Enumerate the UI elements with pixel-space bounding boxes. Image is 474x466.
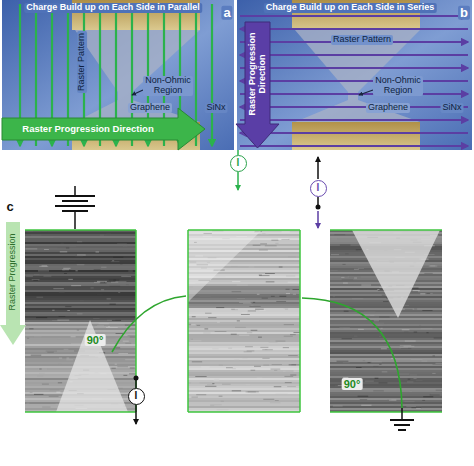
panel-letter: a	[221, 6, 232, 20]
substrate-panel	[237, 0, 472, 150]
rotation-arc	[112, 296, 186, 352]
pattern-label: Raster Pattern	[77, 31, 87, 93]
ammeter-symbol: I	[230, 155, 247, 172]
leader-line	[132, 90, 143, 95]
substrate-panel	[2, 0, 234, 150]
current-arrow	[135, 405, 137, 424]
device-shadow	[188, 230, 262, 302]
direction-label: Raster Progression Direction	[20, 124, 155, 134]
ground-symbol	[394, 424, 410, 426]
scan-image	[330, 230, 442, 412]
panel-title: Charge Build up on Each Side in Parallel	[24, 3, 202, 13]
current-arrow	[237, 172, 239, 190]
junction-dot	[316, 205, 321, 210]
battery-symbol	[55, 205, 95, 207]
panel-letter: b	[458, 6, 470, 20]
device-shadow	[352, 230, 440, 318]
current-symbol: I	[135, 391, 138, 401]
region-label: Non-Ohmic Region	[373, 76, 423, 96]
scan-image	[25, 230, 136, 412]
progression-arrow	[236, 22, 279, 148]
current-symbol: I	[237, 158, 240, 168]
battery-symbol	[62, 200, 88, 202]
rotation-arc	[302, 298, 402, 408]
current-arrow	[317, 211, 319, 228]
direction-label: Raster Progression Direction	[248, 25, 268, 124]
image-frame	[25, 230, 442, 412]
device-shadow	[56, 320, 128, 412]
ground-symbol	[398, 429, 406, 431]
angle-label: 90°	[342, 378, 363, 390]
panel-title: Charge Build up on Each Side in Series	[264, 3, 437, 13]
ground-symbol	[390, 419, 414, 421]
progression-arrow	[2, 108, 205, 150]
current-symbol: I	[317, 183, 320, 193]
junction-dot	[134, 376, 139, 381]
battery-symbol	[55, 195, 95, 197]
material-label: Graphene	[366, 103, 410, 113]
ammeter-symbol: I	[310, 180, 327, 197]
angle-label: 90°	[85, 334, 106, 346]
direction-label: Raster Progression	[8, 231, 18, 312]
graphene-sheet	[75, 30, 200, 122]
wire	[74, 186, 76, 196]
scan-image	[188, 230, 300, 412]
ground-symbol	[401, 408, 403, 420]
material-label: SiNx	[440, 103, 463, 113]
pattern-label: Raster Pattern	[331, 35, 393, 45]
progression-arrow	[0, 222, 26, 345]
current-arrow	[317, 157, 319, 179]
region-label: Non-Ohmic Region	[143, 76, 193, 96]
leader-line	[359, 90, 373, 95]
ammeter-symbol: I	[128, 388, 145, 405]
panel-letter: c	[4, 200, 15, 214]
material-label: Graphene	[128, 103, 172, 113]
material-label: SiNx	[204, 103, 227, 113]
wire	[74, 211, 76, 229]
